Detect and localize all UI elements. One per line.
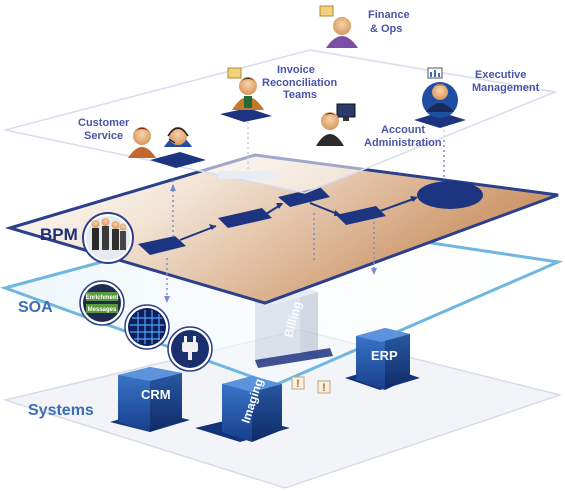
folder-icon [227, 67, 242, 79]
account-admin-person-icon [316, 103, 356, 146]
bpm-process-flow [138, 181, 483, 255]
svg-text:!: ! [322, 382, 326, 394]
finance-ops-person-icon [319, 5, 358, 48]
account-admin-label-1: Account [381, 124, 425, 136]
people-layer-shadow-bar [218, 171, 278, 179]
customer-service-person-icon [128, 127, 206, 168]
process-node-2 [218, 208, 272, 228]
imaging-server: Imaging [195, 376, 290, 442]
invoice-label-1: Invoice [277, 64, 315, 76]
invoice-label-2: Reconciliation [262, 77, 337, 89]
erp-server-label: ERP [371, 348, 398, 363]
customer-service-label-1: Customer [78, 117, 130, 129]
exclamation-icon: ! ! [291, 376, 331, 394]
customer-service-label-2: Service [84, 130, 123, 142]
executive-label-2: Management [472, 82, 540, 94]
process-node-1 [138, 236, 186, 255]
headset-icon [164, 127, 192, 147]
process-node-3 [278, 187, 330, 207]
enrichment-messages-icon: Enrichment Messages [79, 280, 125, 326]
soa-layer-label: SOA [18, 299, 53, 316]
crm-server: CRM [110, 367, 190, 432]
imaging-dark-bar [255, 348, 333, 368]
enrichment-label: Enrichment [85, 295, 118, 301]
systems-layer-label: Systems [28, 402, 94, 419]
team-photo-icon [82, 212, 134, 264]
folder-icon [319, 5, 334, 17]
executive-person-icon [414, 67, 466, 128]
grid-icon [124, 304, 170, 350]
plug-icon [167, 326, 213, 372]
invoice-platform [220, 108, 272, 122]
process-end-node [417, 181, 483, 209]
erp-server: ERP [345, 328, 420, 390]
crm-server-label: CRM [141, 387, 171, 402]
bpm-layer-label: BPM [40, 225, 78, 244]
svg-text:!: ! [296, 378, 300, 390]
invoice-team-person-icon [220, 67, 272, 122]
process-node-4 [336, 206, 386, 225]
finance-ops-label-2: & Ops [370, 23, 402, 35]
executive-platform [414, 112, 466, 128]
invoice-label-3: Teams [283, 89, 317, 101]
computer-icon [336, 103, 356, 121]
customer-service-platform [150, 152, 206, 168]
billing-server: Billing [255, 285, 318, 365]
account-admin-label-2: Administration [364, 137, 442, 149]
messages-label: Messages [88, 307, 117, 313]
executive-label-1: Executive [475, 69, 526, 81]
finance-ops-label-1: Finance [368, 9, 410, 21]
